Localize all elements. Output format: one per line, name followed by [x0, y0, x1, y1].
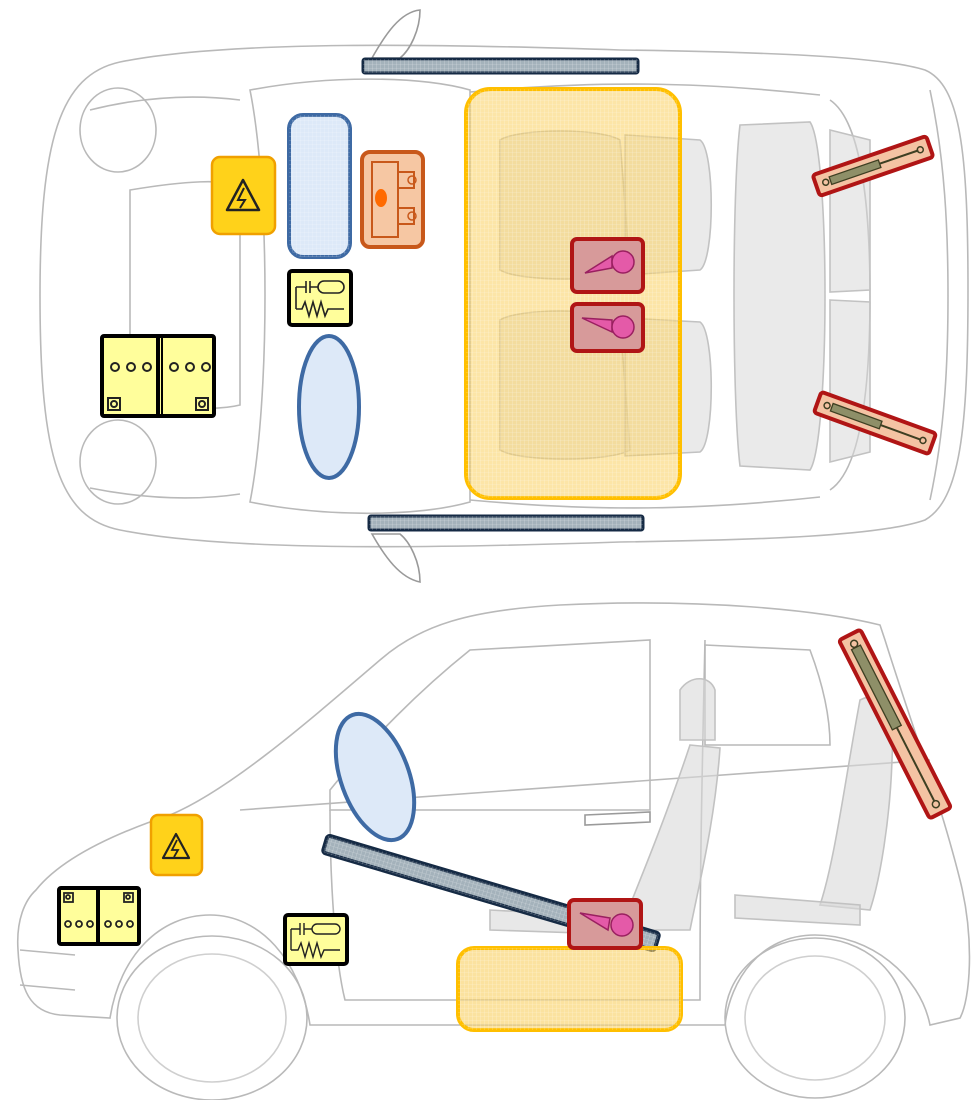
control-unit-top — [362, 152, 423, 247]
airbag-side — [320, 703, 429, 850]
window-rear-side — [705, 645, 830, 745]
windshield-top — [250, 79, 470, 513]
mirror-top-upper — [372, 10, 420, 58]
high-voltage-icon — [151, 815, 202, 875]
headlight-right-top — [80, 420, 156, 504]
gas-generator-top — [289, 271, 351, 325]
belt-tensioner — [572, 239, 643, 292]
gas-generator — [289, 271, 351, 325]
headlight-left-top — [80, 88, 156, 172]
high-voltage-warning-top — [212, 157, 275, 234]
front-wheel-side — [117, 936, 307, 1100]
mirror-top-lower — [372, 534, 420, 582]
battery-side — [59, 888, 139, 944]
airbag — [320, 703, 429, 850]
front-bumper-side — [20, 950, 75, 990]
airbag — [299, 336, 359, 478]
high-voltage-icon — [212, 157, 275, 234]
gas-struts-top — [813, 136, 936, 454]
seats-side — [490, 679, 892, 935]
high-voltage-warning-side — [151, 815, 202, 875]
battery-top — [102, 336, 214, 416]
seat-zone-top — [466, 89, 680, 498]
door-handle — [585, 812, 650, 825]
seat-zone-side — [458, 948, 681, 1030]
belt-tensioner-side — [569, 900, 641, 948]
belt-tensioner — [572, 304, 643, 351]
gas-generator-side — [285, 915, 347, 964]
gas-generator — [285, 915, 347, 964]
